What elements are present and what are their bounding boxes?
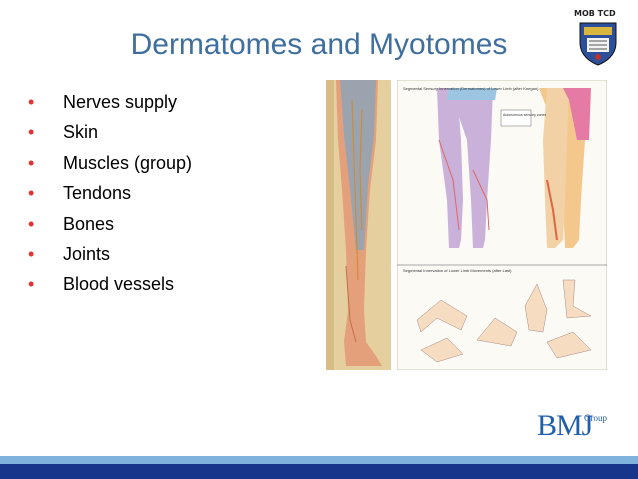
bullet-text: Bones <box>63 213 115 234</box>
bullet-item: • Joints <box>24 242 192 272</box>
figure-heading-bottom: Segmental Innervation of Lower Limb Move… <box>403 268 512 273</box>
bullet-text: Joints <box>63 243 111 264</box>
footer-bar-light <box>0 456 638 464</box>
footer-bar-dark <box>0 464 638 479</box>
bullet-item: • Bones <box>24 212 192 242</box>
bullet-marker: • <box>28 243 35 264</box>
bullet-item: • Nerves supply <box>24 90 192 120</box>
crest-icon <box>579 22 617 66</box>
bullet-text: Skin <box>63 122 99 143</box>
bullet-text: Blood vessels <box>63 274 175 295</box>
bullet-text: Muscles (group) <box>63 152 193 173</box>
bullet-item: • Muscles (group) <box>24 151 192 181</box>
bullet-marker: • <box>28 274 35 295</box>
bullet-item: • Blood vessels <box>24 272 192 302</box>
figure-callout: Autonomous sensory zones <box>503 113 546 117</box>
logo-main-text: BMJ <box>537 409 593 442</box>
bullet-list: • Nerves supply • Skin • Muscles (group) • T… <box>24 90 192 303</box>
bullet-text: Nerves supply <box>63 92 178 112</box>
bullet-marker: • <box>28 183 35 204</box>
bullet-marker: • <box>28 213 35 234</box>
bullet-text: Tendons <box>63 183 132 204</box>
dermatome-diagram: Segmental Sensory Innervation (Dermatome… <box>397 80 607 370</box>
dermatome-diagram-graphic: Segmental Sensory Innervation (Dermatome… <box>397 80 607 370</box>
leg-dermatome-photo <box>326 80 391 370</box>
bullet-marker: • <box>28 92 35 112</box>
logo-sup-text: Group <box>584 413 607 423</box>
bullet-item: • Tendons <box>24 181 192 211</box>
figure-heading-top: Segmental Sensory Innervation (Dermatome… <box>403 86 539 91</box>
bmj-group-logo: BMJ Group <box>537 409 617 443</box>
bullet-marker: • <box>28 122 35 143</box>
slide-title: Dermatomes and Myotomes <box>130 28 508 61</box>
bullet-marker: • <box>28 152 35 173</box>
corner-tag: MOB TCD <box>574 9 616 18</box>
bullet-item: • Skin <box>24 120 192 150</box>
